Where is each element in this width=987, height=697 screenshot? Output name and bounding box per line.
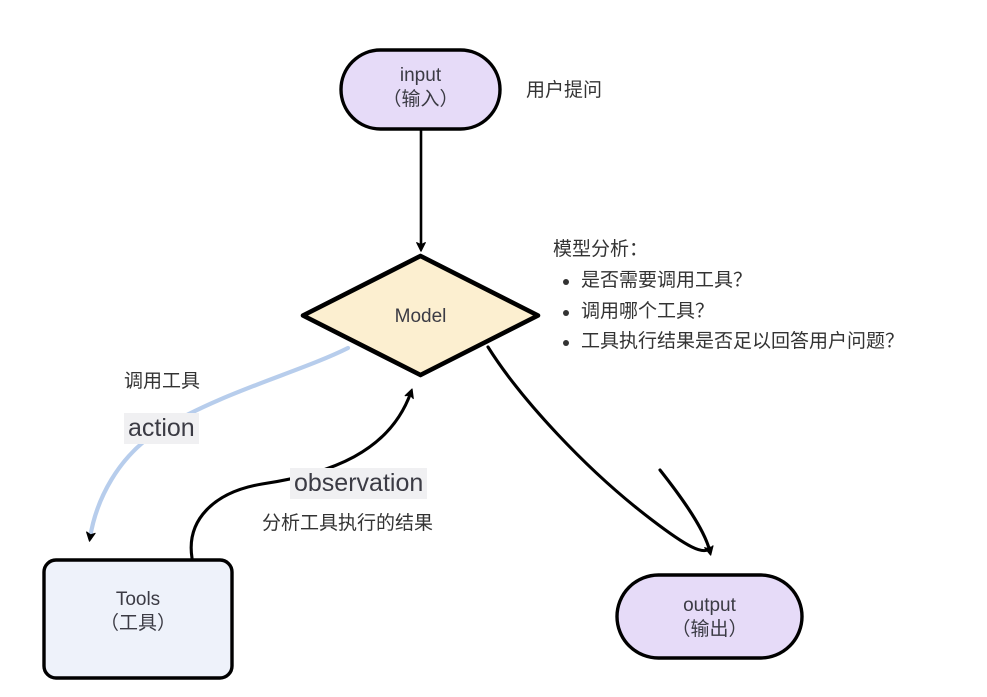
annotation-model-analysis-list: 是否需要调用工具？ 调用哪个工具？ 工具执行结果是否足以回答用户问题？ (553, 266, 904, 359)
edge-label-observation-en: observation (290, 468, 428, 499)
annotation-model-analysis-item: 是否需要调用工具？ (553, 266, 904, 297)
edge-model-to-output (486, 345, 712, 553)
edge-label-action-en: action (124, 413, 199, 444)
annotation-model-analysis: 模型分析： 是否需要调用工具？ 调用哪个工具？ 工具执行结果是否足以回答用户问题… (553, 236, 904, 358)
annotation-model-analysis-heading: 模型分析： (553, 239, 649, 260)
annotation-model-analysis-item: 调用哪个工具？ (553, 297, 904, 328)
annotation-user-question: 用户提问 (526, 80, 603, 101)
edge-tools-to-model-observation (189, 388, 414, 560)
node-model[interactable] (300, 253, 541, 378)
edge-model-to-output-head (658, 468, 714, 556)
node-tools[interactable] (42, 558, 234, 680)
edge-label-observation-cn: 分析工具执行的结果 (262, 513, 434, 534)
annotation-model-analysis-item: 工具执行结果是否足以回答用户问题？ (553, 327, 904, 358)
node-output[interactable] (615, 573, 804, 660)
edge-label-action-cn: 调用工具 (124, 371, 201, 392)
node-input[interactable] (339, 48, 502, 131)
